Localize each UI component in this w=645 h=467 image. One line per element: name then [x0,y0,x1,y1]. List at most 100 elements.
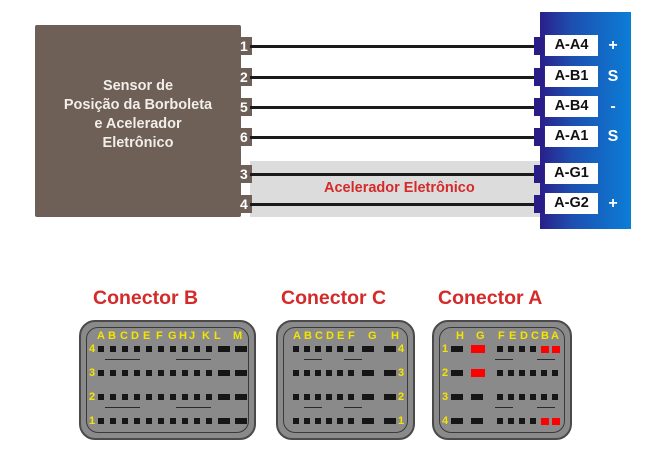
pin [134,394,140,400]
pin [304,418,310,424]
column-label: F [348,330,355,342]
pin [541,394,547,400]
pin [218,394,230,400]
pin [122,370,128,376]
ecu-terminal-a-a4: A-A4 [545,35,598,56]
row-label: 1 [442,343,449,355]
connector-a-title: Conector A [438,287,543,309]
pin [326,346,332,352]
highlighted-pin [541,417,549,425]
row-label: 3 [398,367,405,379]
pin [293,418,299,424]
highlighted-pin [541,345,549,353]
wire-1 [250,45,540,48]
pin [146,370,152,376]
row-label: 2 [442,367,449,379]
column-label: K [202,330,210,342]
highlighted-pin [552,417,560,425]
row-label: 4 [89,343,96,355]
pin [451,418,463,424]
sensor-pin-5: 5 [238,98,252,116]
pin [326,418,332,424]
column-label: G [168,330,177,342]
row-label: 3 [442,391,449,403]
sensor-pin-6: 6 [238,128,252,146]
wire-5 [250,106,540,109]
sensor-pin-1: 1 [238,37,252,55]
separator-line [495,359,513,360]
pin [293,394,299,400]
sensor-pin-3: 3 [238,165,252,183]
pin [194,370,200,376]
connector-b-title: Conector B [93,287,199,309]
pin [235,394,247,400]
column-label: H [391,330,399,342]
row-label: 1 [398,415,405,427]
pin [206,418,212,424]
separator-line [537,359,555,360]
column-label: A [551,330,559,342]
ecu-terminal-tab [534,195,544,213]
ecu-terminal-a-a1: A-A1 [545,126,598,147]
row-label: 4 [398,343,405,355]
pin [362,346,374,352]
column-label: G [476,330,485,342]
pin [122,418,128,424]
row-label: 1 [89,415,96,427]
wire-2 [250,76,540,79]
pin [146,418,152,424]
pin [315,418,321,424]
pin [158,394,164,400]
pin [235,346,247,352]
pin [530,346,536,352]
column-label: F [156,330,163,342]
pin [315,370,321,376]
separator-line [105,359,140,360]
column-label: C [531,330,539,342]
connector-b-inner-border [86,327,249,433]
pin [552,394,558,400]
row-label: 2 [398,391,405,403]
pin [170,346,176,352]
pin [508,418,514,424]
pin [326,370,332,376]
connector-c-title: Conector C [281,287,387,309]
pin [158,370,164,376]
pin [182,418,188,424]
pin [471,394,483,400]
electronic-accelerator-label: Acelerador Eletrônico [324,180,475,196]
column-label: D [326,330,334,342]
pin [293,346,299,352]
pin [304,394,310,400]
pin [530,418,536,424]
ecu-terminal-tab [534,37,544,55]
column-label: A [293,330,301,342]
pin [348,346,354,352]
separator-line [537,407,555,408]
column-label: D [131,330,139,342]
pin [337,370,343,376]
pin [508,370,514,376]
pin [508,346,514,352]
row-label: 4 [442,415,449,427]
throttle-sensor-block: Sensor de Posição da Borboleta e Acelera… [35,25,241,217]
pin [530,394,536,400]
pin [235,370,247,376]
separator-line [344,407,362,408]
pin [170,370,176,376]
column-label: A [97,330,105,342]
pin [337,346,343,352]
connector-c-inner-border [283,327,408,433]
separator-line [304,407,322,408]
pin [519,346,525,352]
highlighted-pin [471,345,485,353]
pin [541,370,547,376]
pin [110,370,116,376]
column-label: D [520,330,528,342]
ecu-sign-positive: + [608,37,618,54]
connector-a-inner-border [439,327,565,433]
column-label: E [143,330,151,342]
